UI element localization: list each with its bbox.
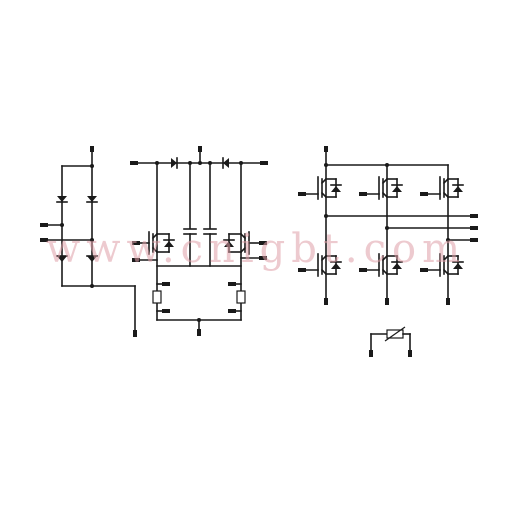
ntc-pin	[408, 350, 412, 357]
three-phase-inverter	[298, 146, 478, 305]
inverter-emitter-pin	[324, 298, 328, 305]
chopper-gate-pin	[259, 241, 267, 245]
chopper-sense-pin	[228, 309, 236, 313]
diode-symbol	[223, 233, 242, 253]
chopper-sense-pin	[228, 282, 236, 286]
igbt-symbol	[302, 176, 342, 200]
inverter-dc-plus-pin	[324, 146, 328, 152]
resistor-symbol	[236, 290, 246, 304]
phase-output-pin	[470, 214, 478, 218]
watermark-text: www.cnigbt.com	[46, 226, 466, 272]
phase-output-pin	[470, 238, 478, 242]
inverter-gate-pin	[298, 268, 306, 272]
chopper-bottom-pin	[197, 329, 201, 336]
inverter-emitter-pin	[446, 298, 450, 305]
chopper-sense-pin	[162, 309, 170, 313]
chopper-top-pin	[198, 146, 202, 152]
ntc-pin	[369, 350, 373, 357]
inverter-gate-pin	[298, 192, 306, 196]
igbt-symbol	[424, 176, 464, 200]
inverter-gate-pin	[359, 192, 367, 196]
rectifier-ac-pin	[40, 223, 48, 227]
resistor-symbol	[152, 290, 162, 304]
diode-symbol	[171, 157, 178, 169]
diode-symbol	[156, 233, 175, 253]
inverter-emitter-pin	[385, 298, 389, 305]
chopper-emitter-pin	[259, 256, 267, 260]
diode-symbol	[86, 255, 98, 262]
chopper-right-pin	[260, 161, 268, 165]
inverter-gate-pin	[420, 268, 428, 272]
rectifier-bottom-pin	[133, 330, 137, 337]
igbt-symbol	[302, 253, 342, 277]
inverter-gate-pin	[420, 192, 428, 196]
chopper-left-pin	[130, 161, 138, 165]
phase-output-pin	[470, 226, 478, 230]
rectifier-bridge	[40, 146, 137, 337]
rectifier-top-pin	[90, 146, 94, 152]
rectifier-ac-pin	[40, 238, 48, 242]
diode-symbol	[86, 196, 98, 203]
ntc-thermistor	[369, 326, 412, 357]
brake-chopper	[130, 146, 268, 336]
inverter-gate-pin	[359, 268, 367, 272]
diode-symbol	[56, 255, 68, 262]
diode-symbol	[56, 196, 68, 203]
chopper-gate-pin	[132, 241, 140, 245]
diode-symbol	[222, 157, 229, 169]
chopper-emitter-pin	[132, 258, 140, 262]
igbt-symbol	[363, 176, 403, 200]
chopper-sense-pin	[162, 282, 170, 286]
